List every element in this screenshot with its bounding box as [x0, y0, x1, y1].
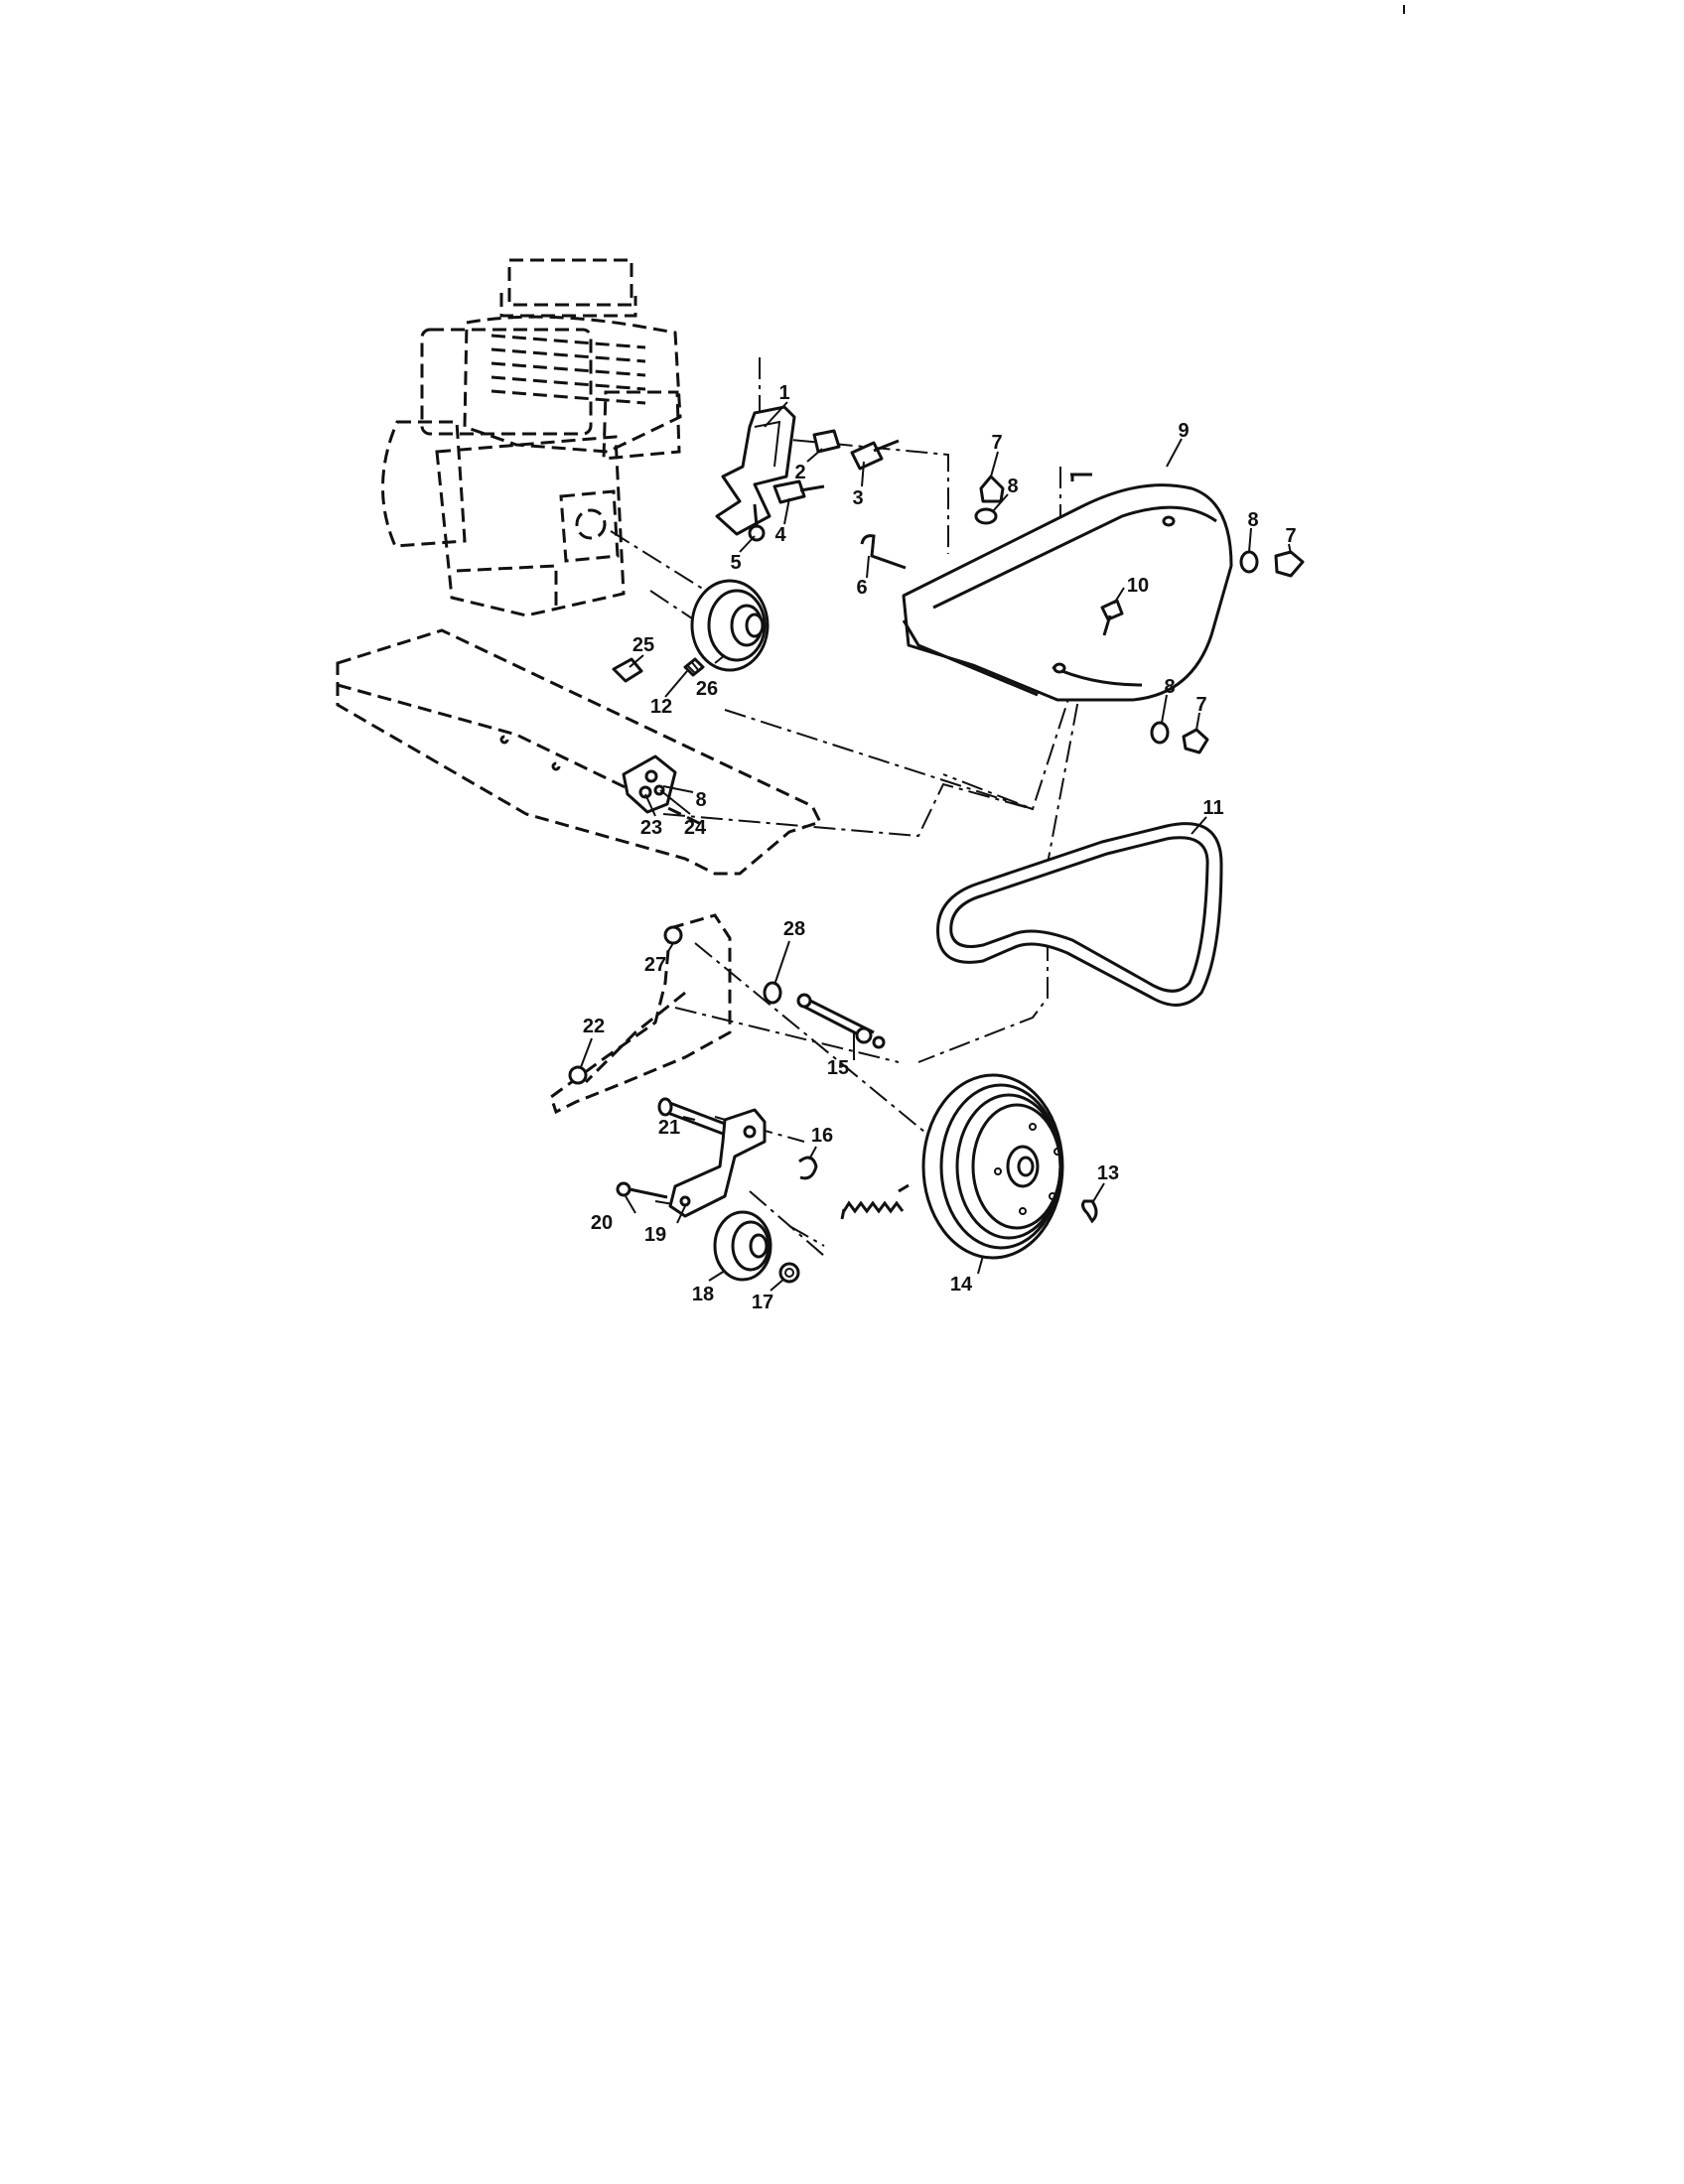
callout-19: 19 [644, 1224, 666, 1246]
callout-14: 14 [950, 1274, 973, 1296]
callout-11: 11 [1202, 797, 1223, 819]
set-screw-12 [683, 657, 705, 677]
screw-10 [1100, 599, 1124, 636]
callout-1: 1 [778, 382, 789, 404]
callout-9: 9 [1178, 420, 1189, 442]
callout-10: 10 [1127, 575, 1149, 597]
callout-7b: 7 [1285, 525, 1296, 547]
callout-8b: 8 [1247, 509, 1258, 531]
retaining-clip-13 [1081, 1199, 1098, 1224]
wing-nut-7b [1274, 550, 1305, 578]
shoulder-bolt-21 [657, 1097, 726, 1136]
wing-nut-7a [979, 475, 1005, 503]
callout-28: 28 [783, 918, 805, 940]
bolt-20 [616, 1181, 668, 1199]
callout-20: 20 [591, 1212, 613, 1234]
wing-nut-7c [1182, 728, 1209, 754]
callout-2: 2 [794, 462, 805, 483]
callout-21: 21 [658, 1117, 680, 1139]
shaft-15 [796, 993, 886, 1049]
washer-8b [1239, 550, 1259, 574]
callout-8a: 8 [1007, 476, 1018, 497]
callout-27: 27 [644, 954, 666, 976]
callout-26: 26 [696, 678, 718, 700]
idler-arm [668, 1108, 767, 1218]
callout-18: 18 [692, 1284, 714, 1305]
callout-7a: 7 [991, 432, 1002, 454]
callout-13: 13 [1097, 1162, 1119, 1184]
hex-bolt-4 [772, 479, 825, 504]
v-belt [936, 822, 1223, 1007]
callout-6: 6 [856, 577, 867, 599]
callout-labels: 1 2 3 4 5 6 7 8 9 8 7 10 8 7 11 25 12 26… [583, 382, 1297, 1313]
nut-22 [568, 1065, 588, 1085]
hex-bolt-3 [850, 439, 900, 471]
idler-pulley [713, 1210, 772, 1282]
engine-mounting-bracket [715, 405, 796, 536]
frame-bracket-outline [549, 913, 732, 1115]
callout-16: 16 [811, 1125, 833, 1147]
tension-spring [840, 1183, 910, 1220]
hood-bracket-plate [622, 754, 677, 814]
callout-8d: 8 [695, 789, 706, 811]
transmission-pulley [921, 1073, 1064, 1260]
engine-pulley [690, 579, 770, 672]
callout-7c: 7 [1195, 694, 1206, 716]
hook-rod [860, 534, 907, 570]
callout-15: 15 [827, 1057, 849, 1079]
leader-lines [580, 401, 1292, 1292]
nut-17 [778, 1262, 800, 1284]
callout-24: 24 [684, 817, 707, 839]
callout-4: 4 [774, 524, 786, 546]
key-25 [612, 657, 643, 683]
callout-17: 17 [752, 1292, 773, 1313]
clip [812, 429, 841, 454]
hairpin-clip-16 [798, 1156, 818, 1180]
washer-8a [974, 507, 998, 525]
belt-cover [902, 473, 1233, 702]
callout-25: 25 [632, 634, 654, 656]
tine-hood-outline [336, 628, 823, 876]
callout-12: 12 [650, 696, 672, 718]
callout-3: 3 [852, 487, 863, 509]
washer-8c [1150, 721, 1170, 745]
callout-5: 5 [730, 552, 741, 574]
nut-27 [663, 925, 683, 945]
callout-8c: 8 [1164, 676, 1175, 698]
callout-23: 23 [640, 817, 662, 839]
callout-22: 22 [583, 1016, 605, 1037]
engine-outline [381, 258, 682, 617]
washer-28 [763, 981, 782, 1005]
